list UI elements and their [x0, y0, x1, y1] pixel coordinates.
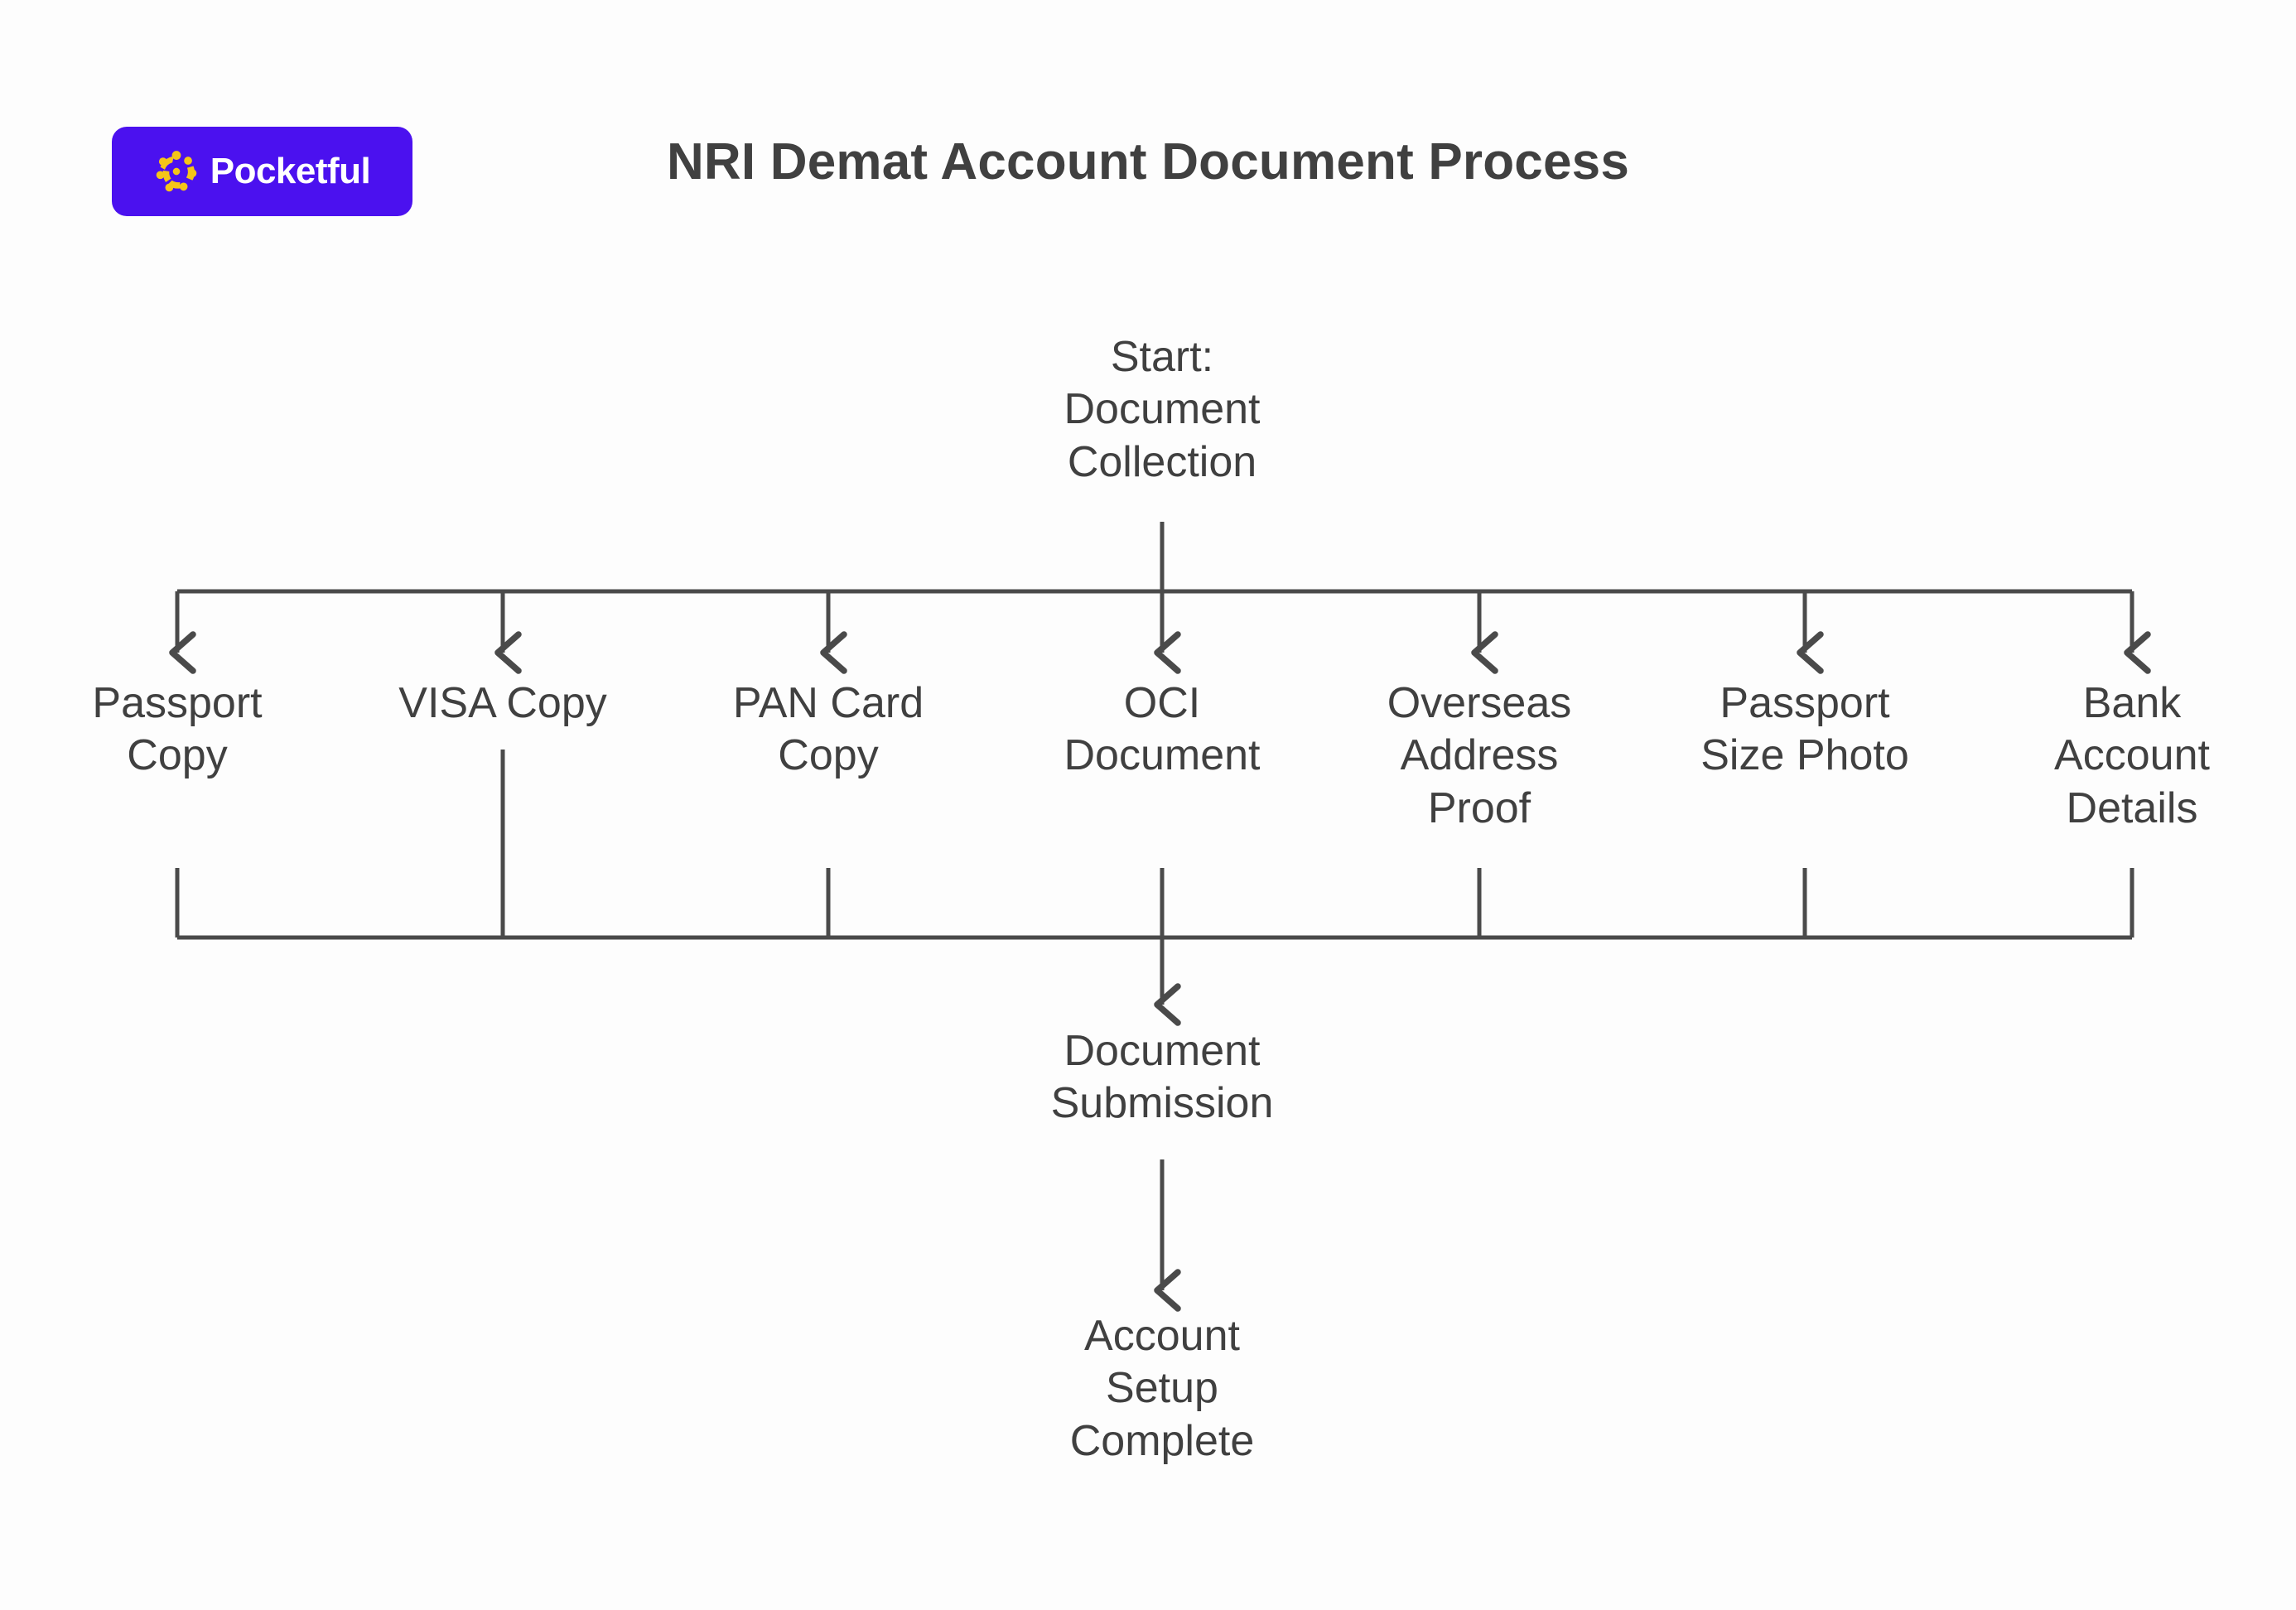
node-passport-copy[interactable]: Passport Copy: [92, 679, 263, 780]
node-account-setup-complete[interactable]: Account Setup Complete: [1069, 1312, 1255, 1465]
node-document-submission[interactable]: Document Submission: [1050, 1027, 1274, 1128]
pocketful-wordmark: Pocketful: [210, 151, 371, 191]
page-title: NRI Demat Account Document Process: [666, 133, 1630, 190]
page-header: Pocketful NRI Demat Account Document Pro…: [0, 0, 2296, 248]
node-visa-copy[interactable]: VISA Copy: [398, 679, 607, 727]
node-bank-account-details[interactable]: Bank Account Details: [2054, 679, 2210, 832]
pocketful-logo-badge[interactable]: Pocketful: [112, 127, 412, 216]
node-oci-document[interactable]: OCI Document: [1064, 679, 1261, 780]
node-overseas-address-proof[interactable]: Overseas Address Proof: [1387, 679, 1572, 832]
pocketful-sunburst-icon: [156, 151, 197, 192]
node-pan-card-copy[interactable]: PAN Card Copy: [732, 679, 924, 780]
node-passport-size-photo[interactable]: Passport Size Photo: [1700, 679, 1909, 780]
node-start-document-collection[interactable]: Start: Document Collection: [1064, 333, 1261, 486]
